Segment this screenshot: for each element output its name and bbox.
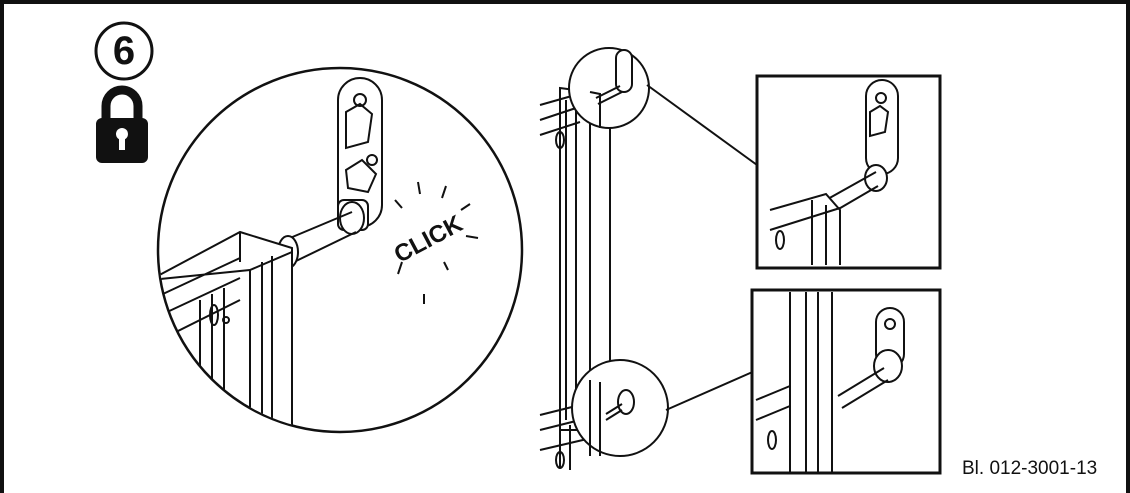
leader-line-bottom [665, 369, 758, 411]
bottom-detail-box [750, 288, 942, 475]
leader-line-top [646, 84, 758, 166]
magnified-detail-circle: CLICK [156, 66, 524, 434]
step-number: 6 [112, 29, 136, 73]
top-detail-box [755, 74, 942, 270]
top-detail-circle [568, 47, 650, 129]
document-reference: Bl. 012-3001-13 [962, 458, 1098, 479]
click-rays [394, 181, 479, 304]
bottom-detail-circle [571, 359, 669, 457]
padlock-icon [96, 85, 148, 163]
step-number-circle [94, 21, 154, 81]
